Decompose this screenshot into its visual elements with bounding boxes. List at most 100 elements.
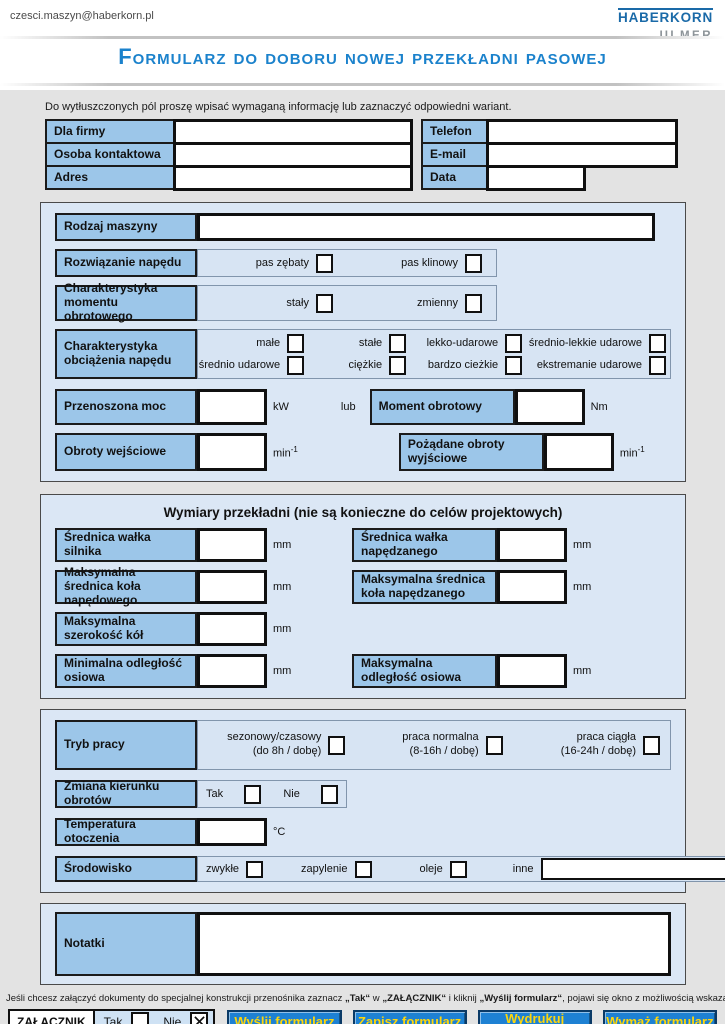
checkbox-normal-mode[interactable] <box>485 735 503 755</box>
checkbox-rotation-no[interactable] <box>320 784 338 804</box>
power-unit: kW <box>273 401 289 413</box>
max-driven-pulley-input[interactable] <box>497 570 567 604</box>
min-center-label: Minimalna odległość osiowa <box>55 654 197 688</box>
load-characteristic-options: małe stałe lekko-udarowe średnio-lekkie … <box>197 329 671 379</box>
driven-shaft-input[interactable] <box>497 528 567 562</box>
load-medium-light-shock-label: średnio-lekkie udarowe <box>528 337 642 349</box>
work-mode-options: sezonowy/czasowy (do 8h / dobę) praca no… <box>197 720 671 770</box>
driven-shaft-label: Średnica wałka napędzanego <box>352 528 497 562</box>
temperature-input[interactable] <box>197 818 267 846</box>
load-constant-label: stałe <box>358 337 383 349</box>
transmitted-power-input[interactable] <box>197 389 267 425</box>
torque-characteristic-options: stały zmienny <box>197 285 497 321</box>
company-input[interactable] <box>173 119 413 145</box>
checkbox-load-very-heavy[interactable] <box>505 355 523 375</box>
print-form-button[interactable]: Wydrukuj formularz <box>477 1010 592 1024</box>
phone-input[interactable] <box>486 119 678 145</box>
shaft-diameter-row: Średnica wałka silnika mm Średnica wałka… <box>55 528 671 562</box>
torque-input[interactable] <box>514 389 585 425</box>
output-speed-label: Pożądane obroty wyjściowe <box>398 433 544 471</box>
input-speed-input[interactable] <box>197 433 267 471</box>
output-speed-input[interactable] <box>543 433 614 471</box>
address-label: Adres <box>45 165 175 190</box>
input-speed-unit: min-1 <box>273 444 298 460</box>
max-center-input[interactable] <box>497 654 567 688</box>
load-heavy-label: ciężkie <box>348 359 383 371</box>
send-form-button[interactable]: Wyślij formularz <box>227 1010 342 1024</box>
checkbox-v-belt[interactable] <box>465 253 482 273</box>
v-belt-label: pas klinowy <box>401 257 458 269</box>
driven-shaft-unit: mm <box>573 539 592 551</box>
attachment-box: ZAŁĄCZNIK Tak Nie <box>8 1009 216 1024</box>
drive-solution-options: pas zębaty pas klinowy <box>197 249 497 277</box>
max-width-label: Maksymalna szerokość kół <box>55 612 197 646</box>
notes-textarea[interactable] <box>197 912 671 976</box>
checkbox-toothed-belt[interactable] <box>316 253 333 273</box>
checkbox-load-light-shock[interactable] <box>505 333 523 353</box>
email-label: E-mail <box>421 142 488 167</box>
checkbox-attachment-no[interactable] <box>190 1012 209 1024</box>
contact-row-company: Dla firmy Telefon <box>45 119 680 145</box>
max-drive-pulley-input[interactable] <box>197 570 267 604</box>
output-speed-unit: min-1 <box>619 444 645 460</box>
date-input[interactable] <box>486 165 586 191</box>
intro-instruction: Do wytłuszczonych pól proszę wpisać wyma… <box>45 101 512 113</box>
checkbox-load-constant[interactable] <box>389 333 407 353</box>
checkbox-load-extreme-shock[interactable] <box>648 355 666 375</box>
dimensions-panel: Wymiary przekładni (nie są konieczne do … <box>40 494 686 699</box>
load-light-shock-label: lekko-udarowe <box>426 337 499 349</box>
checkbox-load-small[interactable] <box>287 333 305 353</box>
load-characteristic-row: Charakterystyka obciążenia napędu małe s… <box>55 329 671 379</box>
max-width-unit: mm <box>273 623 292 635</box>
toothed-belt-label: pas zębaty <box>255 257 309 269</box>
torque-label: Moment obrotowy <box>369 389 515 425</box>
checkbox-env-normal[interactable] <box>246 860 264 878</box>
logo-haberkorn-text: HABERKORN <box>618 8 713 25</box>
checkbox-constant-torque[interactable] <box>316 293 333 313</box>
max-width-input[interactable] <box>197 612 267 646</box>
motor-shaft-label: Średnica wałka silnika <box>55 528 197 562</box>
checkbox-load-medium-shock[interactable] <box>287 355 305 375</box>
checkbox-continuous-mode[interactable] <box>642 735 660 755</box>
contact-row-person: Osoba kontaktowa E-mail <box>45 142 680 168</box>
rotation-yes-label: Tak <box>206 788 224 800</box>
checkbox-load-heavy[interactable] <box>389 355 407 375</box>
checkbox-env-oils[interactable] <box>449 860 467 878</box>
save-form-button[interactable]: Zapisz formularz <box>352 1010 467 1024</box>
page-title: Formularz do doboru nowej przekładni pas… <box>118 44 607 69</box>
address-input[interactable] <box>173 165 413 191</box>
temperature-unit: °C <box>273 826 286 838</box>
constant-torque-label: stały <box>286 297 309 309</box>
env-normal-label: zwykłe <box>206 863 240 875</box>
transmitted-power-label: Przenoszona moc <box>55 389 197 425</box>
checkbox-variable-torque[interactable] <box>465 293 482 313</box>
machine-type-input[interactable] <box>197 213 655 241</box>
load-very-heavy-label: bardzo cieżkie <box>427 359 499 371</box>
env-other-input[interactable] <box>540 858 725 880</box>
company-label: Dla firmy <box>45 119 175 144</box>
max-driven-pulley-label: Maksymalna średnica koła napędzanego <box>352 570 497 604</box>
max-width-row: Maksymalna szerokość kół mm <box>55 612 671 646</box>
torque-characteristic-row: Charakterystyka momentu obrotowego stały… <box>55 281 671 323</box>
rotation-change-row: Zmiana kierunku obrotów Tak Nie <box>55 779 671 808</box>
checkbox-env-dust[interactable] <box>354 860 372 878</box>
clear-form-button[interactable]: Wymaż formularz <box>602 1010 717 1024</box>
work-mode-label: Tryb pracy <box>55 720 197 770</box>
checkbox-rotation-yes[interactable] <box>244 784 262 804</box>
attachment-yes-label: Tak <box>103 1014 123 1024</box>
contact-person-label: Osoba kontaktowa <box>45 142 175 167</box>
dimensions-title: Wymiary przekładni (nie są konieczne do … <box>163 505 563 520</box>
machine-type-label: Rodzaj maszyny <box>55 213 197 241</box>
checkbox-seasonal-mode[interactable] <box>328 735 346 755</box>
max-pulley-row: Maksymalna średnica koła napędowego mm M… <box>55 565 671 607</box>
checkbox-load-medium-light-shock[interactable] <box>648 333 666 353</box>
contact-email-text: czesci.maszyn@haberkorn.pl <box>10 10 154 22</box>
phone-label: Telefon <box>421 119 488 144</box>
checkbox-attachment-yes[interactable] <box>131 1012 150 1024</box>
motor-shaft-input[interactable] <box>197 528 267 562</box>
load-small-label: małe <box>256 337 281 349</box>
x-mark-icon <box>194 1016 205 1024</box>
min-center-input[interactable] <box>197 654 267 688</box>
temperature-row: Temperatura otoczenia °C <box>55 817 671 846</box>
env-dust-label: zapylenie <box>301 863 348 875</box>
